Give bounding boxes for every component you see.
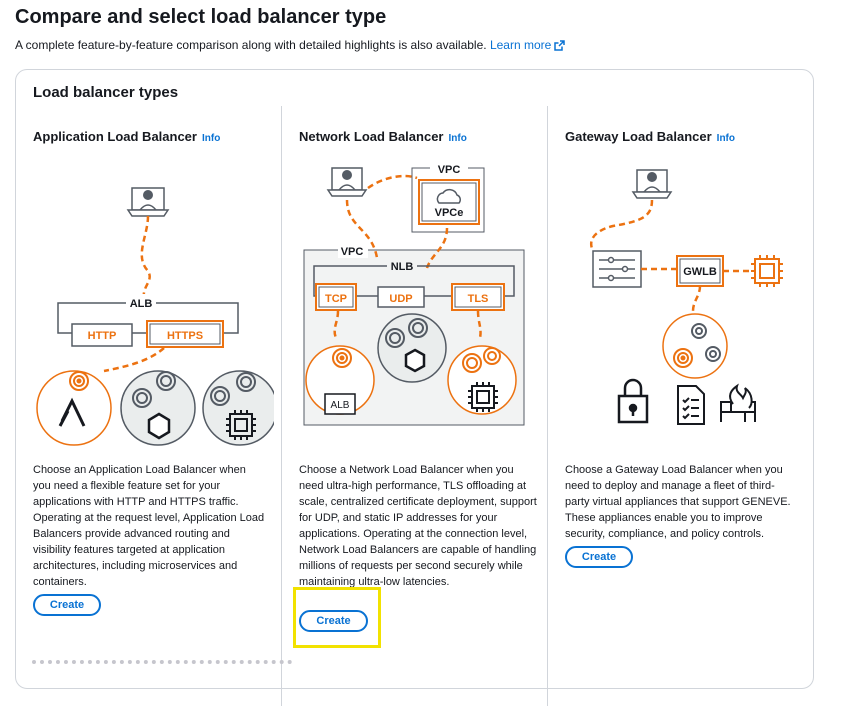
learn-more-link[interactable]: Learn more — [489, 38, 566, 52]
nlb-info-link[interactable]: Info — [448, 133, 467, 144]
lock-icon — [617, 378, 649, 424]
appliance-chip-icon — [751, 255, 783, 287]
https-label: HTTPS — [167, 330, 203, 342]
target-icon — [69, 371, 89, 391]
vpc-top-label: VPC — [438, 164, 461, 176]
external-link-icon — [554, 40, 566, 51]
alb-description: Choose an Application Load Balancer when… — [33, 464, 265, 588]
gwlb-title: Gateway Load Balancer Info — [565, 129, 735, 144]
user-icon — [126, 187, 170, 217]
learn-more-label: Learn more — [489, 38, 552, 52]
alb-target-label: ALB — [331, 400, 350, 411]
gwlb-create-button[interactable]: Create — [565, 546, 633, 568]
container-icon — [147, 412, 171, 440]
page-description-text: A complete feature-by-feature comparison… — [15, 38, 487, 52]
gwlb-name: Gateway Load Balancer — [565, 129, 712, 144]
chip-icon — [226, 410, 256, 440]
user-icon — [326, 167, 368, 197]
gwlb-description: Choose a Gateway Load Balancer when you … — [565, 464, 791, 540]
nlb-column: Network Load Balancer Info VPC VPCe VPC — [282, 106, 546, 706]
alb-column: Application Load Balancer Info ALB HTTP H… — [16, 106, 280, 706]
checklist-icon — [677, 385, 705, 425]
nlb-diagram: VPC VPCe VPC NLB TCP UDP — [303, 162, 525, 426]
gwlb-column: Gateway Load Balancer Info GWLB — [548, 106, 812, 706]
alb-label: ALB — [130, 298, 153, 310]
nlb-name: Network Load Balancer — [299, 129, 444, 144]
gwlb-info-link[interactable]: Info — [716, 133, 735, 144]
nlb-create-button[interactable]: Create — [299, 610, 368, 632]
container-icon — [404, 348, 426, 373]
page-title: Compare and select load balancer type — [15, 6, 387, 28]
focus-highlight — [293, 587, 381, 648]
nlb-label: NLB — [391, 261, 414, 273]
page-description: A complete feature-by-feature comparison… — [15, 38, 566, 52]
http-label: HTTP — [88, 330, 117, 342]
alb-info-link[interactable]: Info — [201, 133, 221, 144]
user-icon — [631, 169, 673, 199]
nlb-description: Choose a Network Load Balancer when you … — [299, 464, 537, 588]
tcp-label: TCP — [325, 293, 347, 305]
chip-icon — [468, 382, 498, 412]
vpce-label: VPCe — [435, 207, 464, 219]
partial-row-below — [32, 660, 292, 674]
gwlb-diagram: GWLB — [589, 169, 783, 425]
cloud-icon — [436, 189, 461, 204]
alb-diagram: ALB HTTP HTTPS — [36, 187, 274, 446]
udp-label: UDP — [389, 293, 412, 305]
alb-title: Application Load Balancer Info — [33, 129, 220, 144]
column-divider — [547, 106, 548, 706]
firewall-icon — [720, 383, 756, 422]
filter-icon — [599, 256, 635, 282]
gwlb-label: GWLB — [683, 266, 717, 278]
lambda-icon — [58, 397, 86, 427]
column-divider — [281, 106, 282, 706]
container-title: Load balancer types — [33, 84, 179, 101]
alb-create-button[interactable]: Create — [33, 594, 101, 616]
nlb-title: Network Load Balancer Info — [299, 129, 467, 144]
load-balancer-types-container: Load balancer types Application Load Bal… — [15, 69, 814, 706]
tls-label: TLS — [468, 293, 489, 305]
vpc-label: VPC — [341, 246, 364, 258]
alb-name: Application Load Balancer — [33, 129, 197, 144]
